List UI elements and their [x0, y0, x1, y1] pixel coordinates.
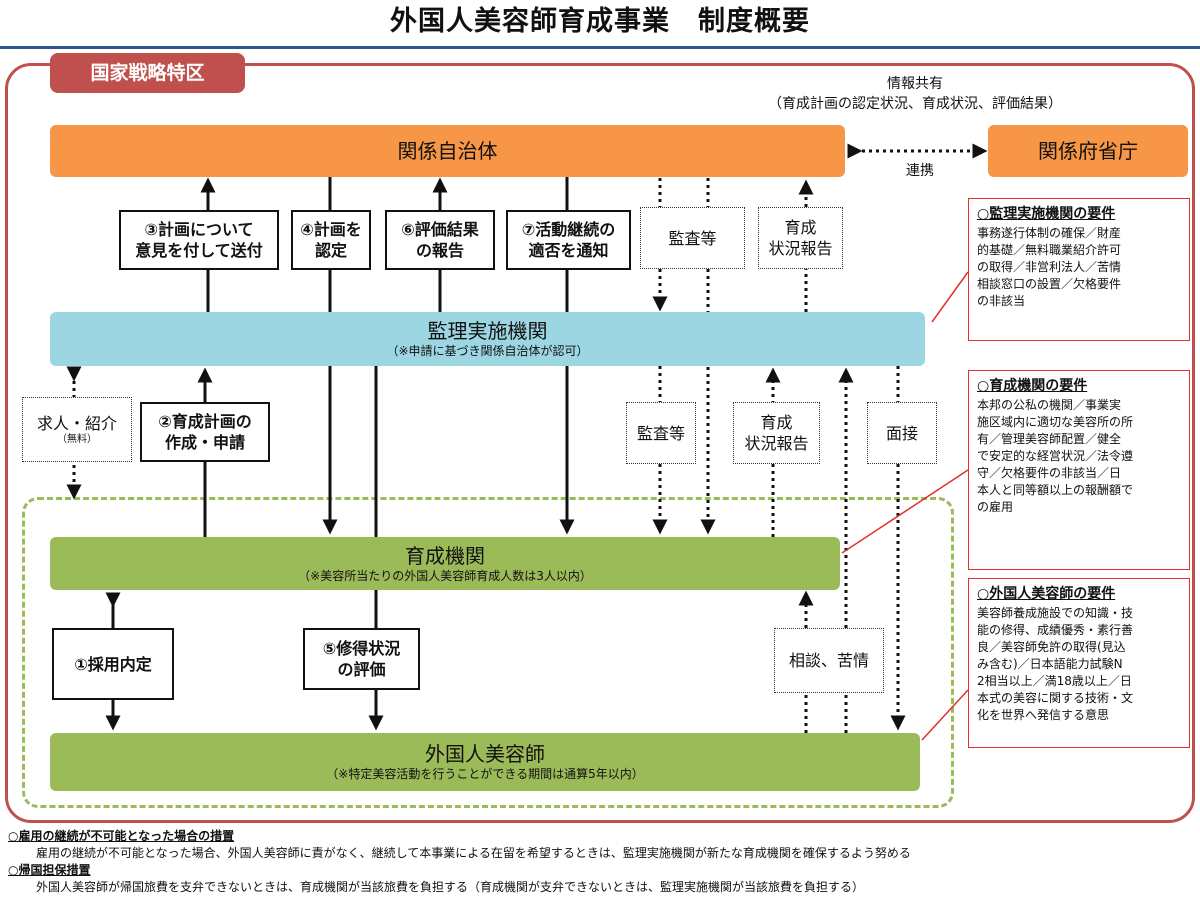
interview-box: 面接 — [867, 402, 937, 464]
audit-mid-box: 監査等 — [626, 402, 696, 464]
step-7-line1: ⑦活動継続の — [521, 220, 616, 239]
foreign-beautician-label: 外国人美容師 — [425, 742, 545, 766]
step-2-line2: 作成・申請 — [164, 433, 245, 452]
trainer-requirements: ○育成機関の要件 本邦の公私の機関／事業実 施区域内に適切な美容所の所 有／管理… — [968, 370, 1190, 570]
supervisor-bar: 監理実施機関 （※申請に基づき関係自治体が認可） — [50, 312, 925, 366]
report-mid-box: 育成 状況報告 — [733, 402, 820, 464]
step-6-line2: の報告 — [415, 241, 464, 260]
step-5-box: ⑤修得状況 の評価 — [303, 628, 420, 690]
trainer-req-line: で安定的な経営状況／法令遵 — [977, 449, 1134, 463]
foreign-beautician-note: （※特定美容活動を行うことができる期間は通算5年以内） — [326, 767, 644, 781]
step-7-line2: 適否を通知 — [528, 241, 609, 260]
report-top-box: 育成 状況報告 — [758, 207, 843, 269]
trainer-req-title: ○育成機関の要件 — [977, 378, 1088, 394]
info-share-note: 情報共有 （育成計画の認定状況、育成状況、評価結果） — [700, 74, 1130, 114]
step-3-box: ③計画について 意見を付して送付 — [119, 210, 279, 270]
step-7-box: ⑦活動継続の 適否を通知 — [506, 210, 631, 270]
recruit-note: （無料） — [57, 434, 97, 445]
trainer-req-line: 有／管理美容師配置／健全 — [977, 432, 1122, 446]
foreign-req-line: 美容師養成施設での知識・技 — [977, 606, 1134, 620]
foreign-req-line: 能の修得、成績優秀・素行善 — [977, 623, 1134, 637]
special-zone-label: 国家戦略特区 — [50, 53, 245, 93]
foreign-req-line: 良／美容師免許の取得(見込 — [977, 640, 1126, 654]
connector-foreign-req — [921, 689, 969, 741]
supervisor-req-line: の取得／非営利法人／苦情 — [977, 260, 1122, 274]
supervisor-note: （※申請に基づき関係自治体が認可） — [386, 344, 589, 358]
info-share-title: 情報共有 — [887, 76, 943, 92]
step-5-line2: の評価 — [337, 660, 386, 679]
trainer-label: 育成機関 — [405, 543, 485, 568]
ministries-label: 関係府省庁 — [1038, 139, 1138, 163]
step-3-line1: ③計画について — [144, 220, 254, 239]
supervisor-req-title: ○監理実施機関の要件 — [977, 206, 1116, 222]
step-1-label: ①採用内定 — [74, 654, 152, 674]
step-6-line1: ⑥評価結果 — [401, 220, 479, 239]
training-zone-frame — [22, 497, 954, 808]
info-share-detail: （育成計画の認定状況、育成状況、評価結果） — [768, 96, 1062, 112]
step-2-line1: ②育成計画の — [158, 412, 252, 431]
supervisor-label: 監理実施機関 — [427, 319, 548, 343]
foreign-req-line: 本式の美容に関する技術・文 — [977, 691, 1134, 705]
report-top-line1: 育成 — [784, 218, 817, 237]
recruit-label: 求人・紹介 — [36, 414, 117, 433]
step-4-line1: ④計画を — [300, 220, 362, 239]
footer-heading-return: ○帰国担保措置 — [8, 863, 91, 877]
foreign-req-line: 化を世界へ発信する意思 — [977, 708, 1110, 722]
trainer-bar: 育成機関 （※美容所当たりの外国人美容師育成人数は3人以内） — [50, 537, 840, 590]
page-title: 外国人美容師育成事業 制度概要 — [390, 6, 810, 37]
footer-text-employment: 雇用の継続が不可能となった場合、外国人美容師に責がなく、継続して本事業による在留… — [36, 846, 911, 860]
step-4-line2: 認定 — [314, 241, 347, 260]
recruit-box: 求人・紹介 （無料） — [22, 397, 132, 462]
audit-top-box: 監査等 — [640, 207, 745, 269]
foreign-beautician-bar: 外国人美容師 （※特定美容活動を行うことができる期間は通算5年以内） — [50, 733, 920, 791]
audit-mid-label: 監査等 — [636, 423, 685, 443]
trainer-req-line: の雇用 — [977, 500, 1014, 514]
report-mid-line1: 育成 — [760, 413, 793, 432]
trainer-req-line: 本人と同等額以上の報酬額で — [977, 483, 1134, 497]
supervisor-req-line: の非該当 — [977, 294, 1026, 308]
step-6-box: ⑥評価結果 の報告 — [385, 210, 495, 270]
foreign-req-title: ○外国人美容師の要件 — [977, 586, 1116, 602]
footer-notes: ○雇用の継続が不可能となった場合の措置 雇用の継続が不可能となった場合、外国人美… — [8, 828, 1193, 896]
step-5-line1: ⑤修得状況 — [322, 639, 401, 658]
footer-heading-employment: ○雇用の継続が不可能となった場合の措置 — [8, 829, 235, 843]
footer-text-return: 外国人美容師が帰国旅費を支弁できないときは、育成機関が当該旅費を負担する（育成機… — [36, 880, 865, 894]
special-zone-frame — [5, 63, 1195, 823]
consult-box: 相談、苦情 — [774, 628, 884, 693]
consult-label: 相談、苦情 — [788, 651, 869, 670]
foreign-req-line: 2相当以上／満18歳以上／日 — [977, 674, 1132, 688]
step-4-box: ④計画を 認定 — [291, 210, 371, 270]
connector-trainer-req — [841, 469, 969, 554]
step-1-box: ①採用内定 — [52, 628, 174, 700]
report-top-line2: 状況報告 — [768, 239, 833, 258]
municipality-label: 関係自治体 — [397, 139, 498, 163]
trainer-req-line: 守／欠格要件の非該当／日 — [977, 466, 1122, 480]
title-underline — [0, 46, 1200, 49]
supervisor-req-line: 相談窓口の設置／欠格要件 — [977, 277, 1122, 291]
supervisor-requirements: ○監理実施機関の要件 事務遂行体制の確保／財産 的基礎／無料職業紹介許可 の取得… — [968, 198, 1190, 341]
supervisor-req-line: 事務遂行体制の確保／財産 — [977, 226, 1122, 240]
interview-label: 面接 — [885, 423, 918, 443]
step-3-line2: 意見を付して送付 — [135, 241, 263, 260]
municipality-bar: 関係自治体 — [50, 125, 845, 177]
ministries-box: 関係府省庁 — [988, 125, 1188, 177]
trainer-req-line: 本邦の公私の機関／事業実 — [977, 398, 1122, 412]
trainer-note: （※美容所当たりの外国人美容師育成人数は3人以内） — [298, 568, 592, 583]
audit-top-label: 監査等 — [668, 228, 717, 248]
connector-supervisor-req — [931, 271, 969, 323]
foreign-req-line: み含む)／日本語能力試験N — [977, 657, 1123, 671]
trainer-req-line: 施区域内に適切な美容所の所 — [977, 415, 1134, 429]
cooperation-label: 連携 — [906, 163, 934, 179]
supervisor-req-line: 的基礎／無料職業紹介許可 — [977, 243, 1122, 257]
step-2-box: ②育成計画の 作成・申請 — [140, 402, 270, 462]
foreign-requirements: ○外国人美容師の要件 美容師養成施設での知識・技 能の修得、成績優秀・素行善 良… — [968, 578, 1190, 748]
report-mid-line2: 状況報告 — [744, 434, 809, 453]
